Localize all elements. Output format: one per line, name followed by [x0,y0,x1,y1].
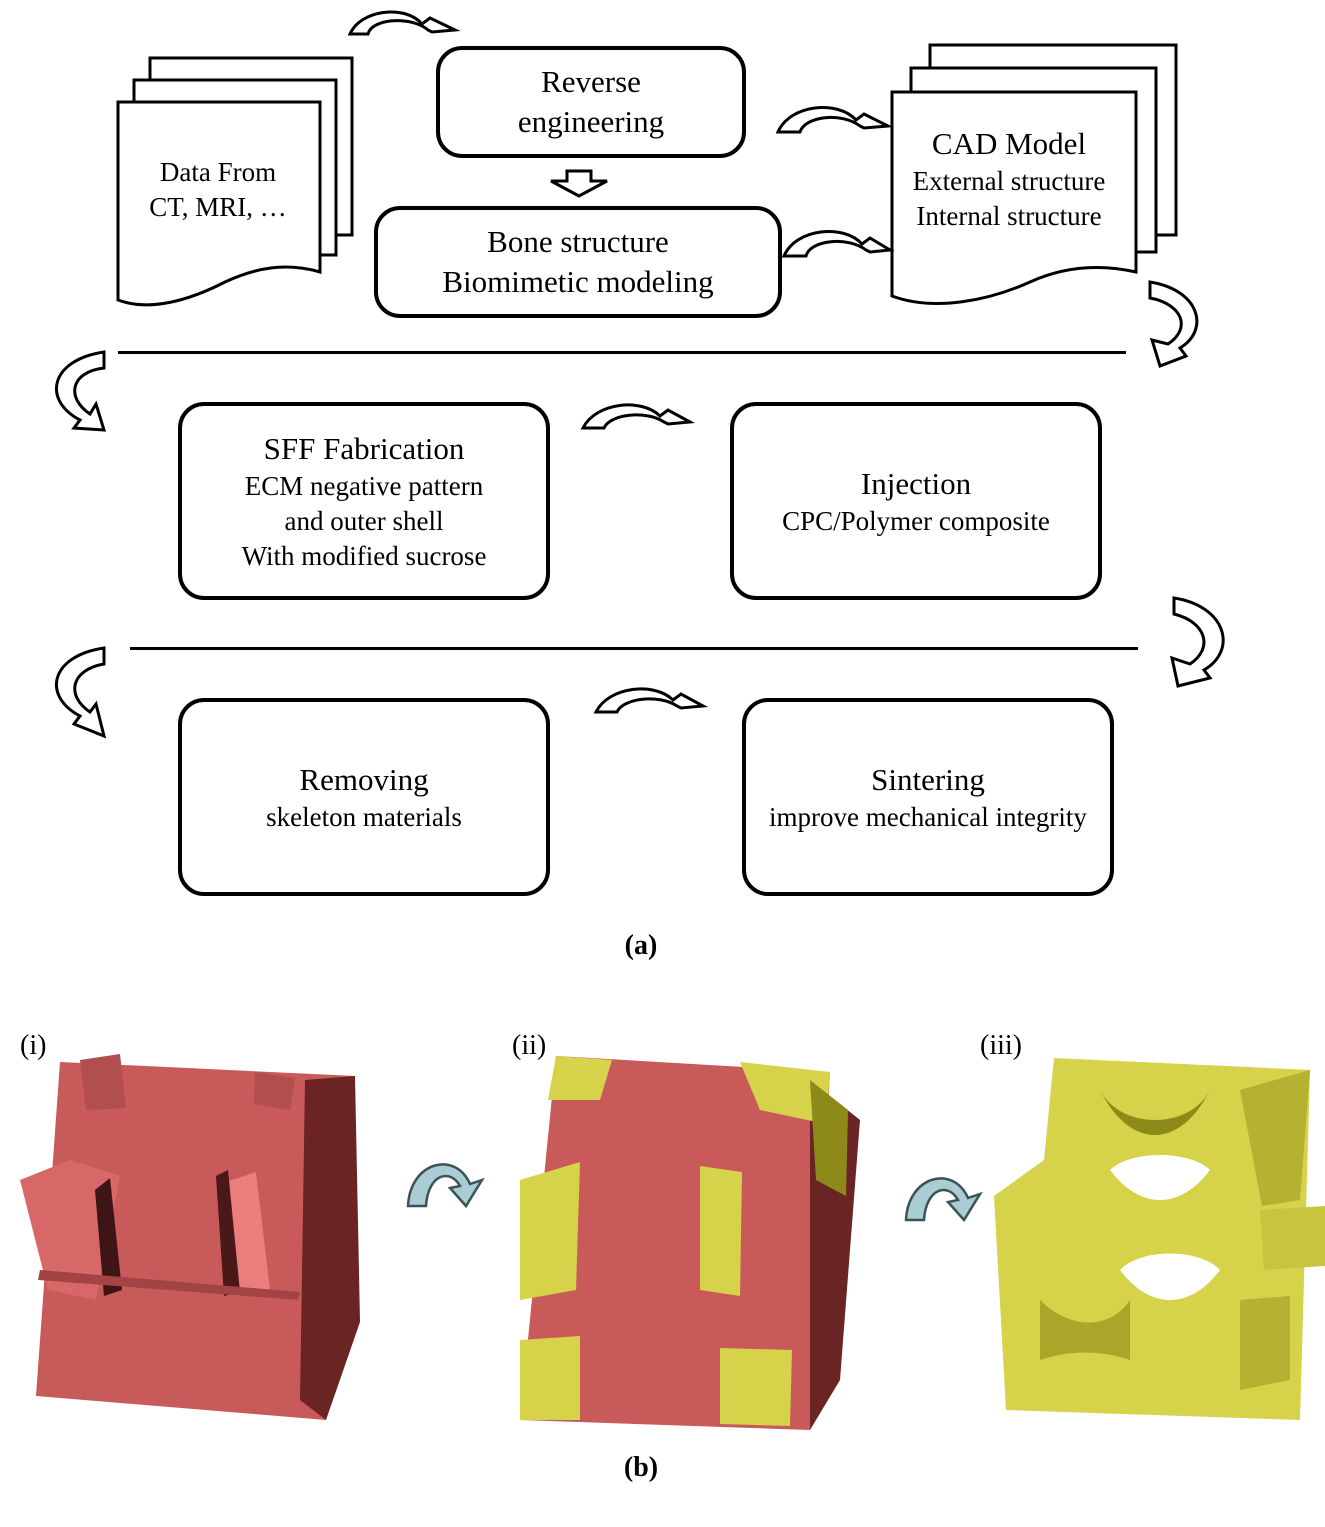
sff-line3: With modified sucrose [241,540,487,571]
removing-title: Removing [299,761,429,797]
bone-line1: Bone structure [487,224,669,259]
curved-arrow-icon [347,10,461,36]
sintering-box: Sintering improve mechanical integrity [742,698,1114,896]
label-iii: (iii) [980,1030,1022,1061]
label-ii: (ii) [512,1030,547,1061]
data-source-line1: Data From [159,157,277,187]
label-i: (i) [20,1030,47,1061]
curved-arrow-icon [781,230,895,258]
data-source-text: Data From CT, MRI, … [138,155,298,225]
cad-title: CAD Model [931,126,1087,161]
injection-title: Injection [860,465,972,501]
bone-line2: Biomimetic modeling [442,264,714,299]
side-curved-arrow-icon [54,646,107,739]
reverse-line2: engineering [517,104,665,139]
side-curved-arrow-icon [54,350,107,432]
divider-line [118,351,1126,354]
curved-arrow-icon [593,687,709,714]
sintering-line1: improve mechanical integrity [769,801,1087,832]
bone-structure-box: Bone structure Biomimetic modeling [374,206,782,318]
cad-line1: External structure [912,166,1106,196]
red-cube-model-i [20,1054,360,1420]
side-curved-arrow-icon [1148,280,1199,368]
caption-b: (b) [623,1452,659,1483]
cad-line2: Internal structure [916,201,1102,231]
divider-line [130,647,1138,650]
removing-line1: skeleton materials [266,801,462,832]
injection-line1: CPC/Polymer composite [782,505,1050,536]
yellow-lattice-model-iii [994,1058,1325,1420]
data-source-line2: CT, MRI, … [149,192,287,222]
removing-box: Removing skeleton materials [178,698,550,896]
process-arrow-icon [904,1177,983,1223]
cad-document-stack [890,43,1178,305]
sintering-title: Sintering [871,761,985,797]
red-yellow-cube-model-ii [520,1056,860,1430]
sff-line1: ECM negative pattern [244,470,484,501]
curved-arrow-icon [580,403,696,430]
process-arrow-icon [406,1163,485,1209]
side-curved-arrow-icon [1169,596,1225,688]
caption-a: (a) [624,930,658,961]
sff-line2: and outer shell [284,505,444,536]
data-document-stack [116,56,354,307]
down-arrow-icon [550,169,608,198]
sff-fabrication-box: SFF Fabrication ECM negative pattern and… [178,402,550,600]
reverse-line1: Reverse [541,64,641,99]
curved-arrow-icon [775,106,894,134]
injection-box: Injection CPC/Polymer composite [730,402,1102,600]
cad-model-text: CAD Model External structure Internal st… [896,124,1122,234]
reverse-engineering-box: Reverse engineering [436,46,746,158]
sff-title: SFF Fabrication [263,430,465,466]
